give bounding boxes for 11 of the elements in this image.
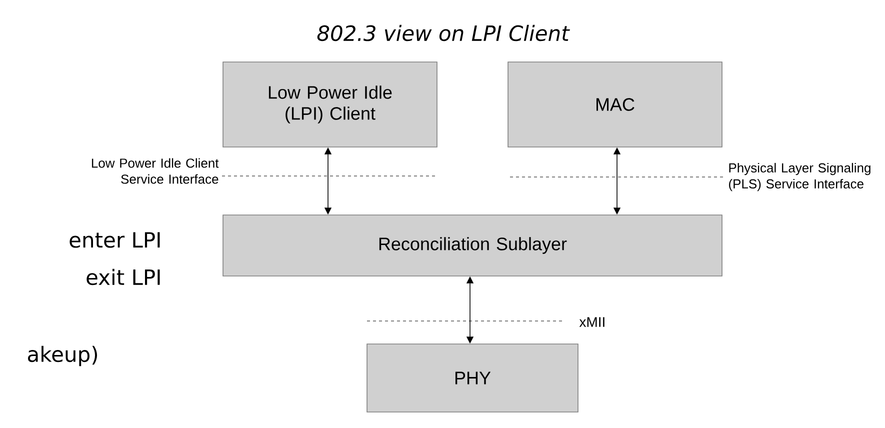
layer-box: Reconciliation Sublayer xyxy=(222,214,722,276)
body-text: akeup) xyxy=(28,346,97,366)
layer-box: PHY xyxy=(366,344,578,412)
title: 802.3 view on LPI Client xyxy=(317,24,570,42)
body-text: enter LPI xyxy=(70,232,160,248)
interface-label: Low Power Idle Client Service Interface xyxy=(92,158,219,184)
layer-box: Low Power Idle (LPI) Client xyxy=(222,62,438,148)
layer-box: MAC xyxy=(508,62,722,148)
interface-label: Physical Layer Signaling (PLS) Service Interface xyxy=(729,162,870,192)
body-text: exit LPI xyxy=(86,268,160,286)
interface-label: xMII xyxy=(579,317,604,327)
